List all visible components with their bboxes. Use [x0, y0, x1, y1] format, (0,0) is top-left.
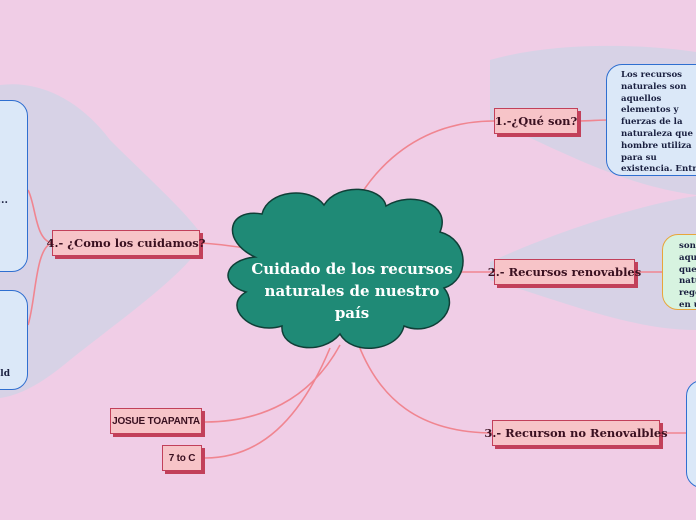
author-name[interactable]: JOSUE TOAPANTA: [110, 408, 202, 434]
central-topic[interactable]: Cuidado de los recursos naturales de nue…: [251, 260, 453, 322]
branch-como-los-cuidamos[interactable]: 4.- ¿Como los cuidamos?: [47, 230, 206, 256]
link-note-que-son: [577, 119, 609, 122]
note-cuidamos-1-text: ...: [0, 195, 8, 207]
branch-recursos-renovables[interactable]: 2.- Recursos renovables: [488, 259, 641, 285]
branch-que-son[interactable]: 1.-¿Qué son?: [494, 108, 578, 134]
branch-links: [27, 119, 690, 459]
note-que-son[interactable]: Los recursos naturales son aquellos elem…: [606, 64, 696, 176]
link-note-cuidamos-2: [27, 242, 53, 326]
note-renovables[interactable]: son aquellos que la naturaleza regenera …: [662, 234, 696, 310]
branch-recursos-no-renovables[interactable]: 3.- Recurson no Renovalbles: [484, 420, 668, 446]
link-author-name: [204, 344, 341, 423]
link-author-grade: [204, 347, 331, 459]
note-cuidamos-2-text: ld: [0, 369, 10, 380]
central-cloud: [227, 188, 464, 349]
note-cuidamos-1[interactable]: ...: [0, 100, 28, 272]
author-grade[interactable]: 7 to C: [162, 445, 202, 471]
link-note-cuidamos-1: [27, 189, 53, 244]
note-no-renovables[interactable]: [686, 380, 696, 488]
link-no-renovables: [355, 337, 495, 434]
note-cuidamos-2[interactable]: ld: [0, 290, 28, 390]
